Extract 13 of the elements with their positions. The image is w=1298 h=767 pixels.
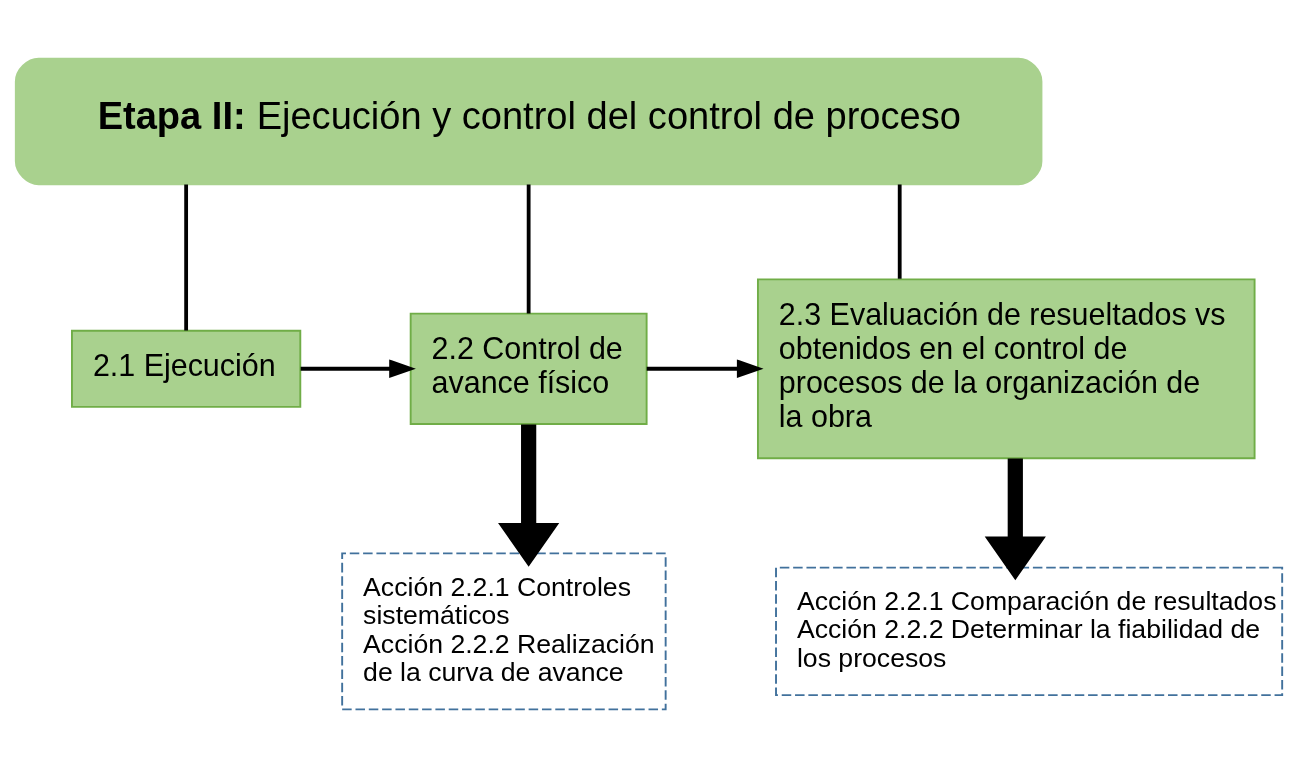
- node-box: 2.2 Control de avance físico: [409, 312, 648, 425]
- arrow: [300, 358, 416, 378]
- arrow: [984, 457, 1046, 580]
- connector: [897, 183, 902, 279]
- connector: [184, 183, 189, 330]
- arrow: [498, 423, 560, 567]
- arrow: [646, 358, 764, 378]
- node-box: Acción 2.2.1 Comparación de resultados Acción 2.2.2 Determinar la fiabilidad de los procesos: [775, 566, 1284, 696]
- node-box: 2.3 Evaluación de resueltados vs obtenidos en el control de procesos de la organización de la obra: [757, 277, 1256, 459]
- node-box: Acción 2.2.1 Controles sistemáticos Acción 2.2.2 Realización de la curva de avance: [341, 551, 667, 710]
- connector: [526, 183, 531, 313]
- node-box: Etapa II: Ejecución y control del control de proceso: [14, 57, 1043, 185]
- node-box: 2.1 Ejecución: [71, 329, 302, 408]
